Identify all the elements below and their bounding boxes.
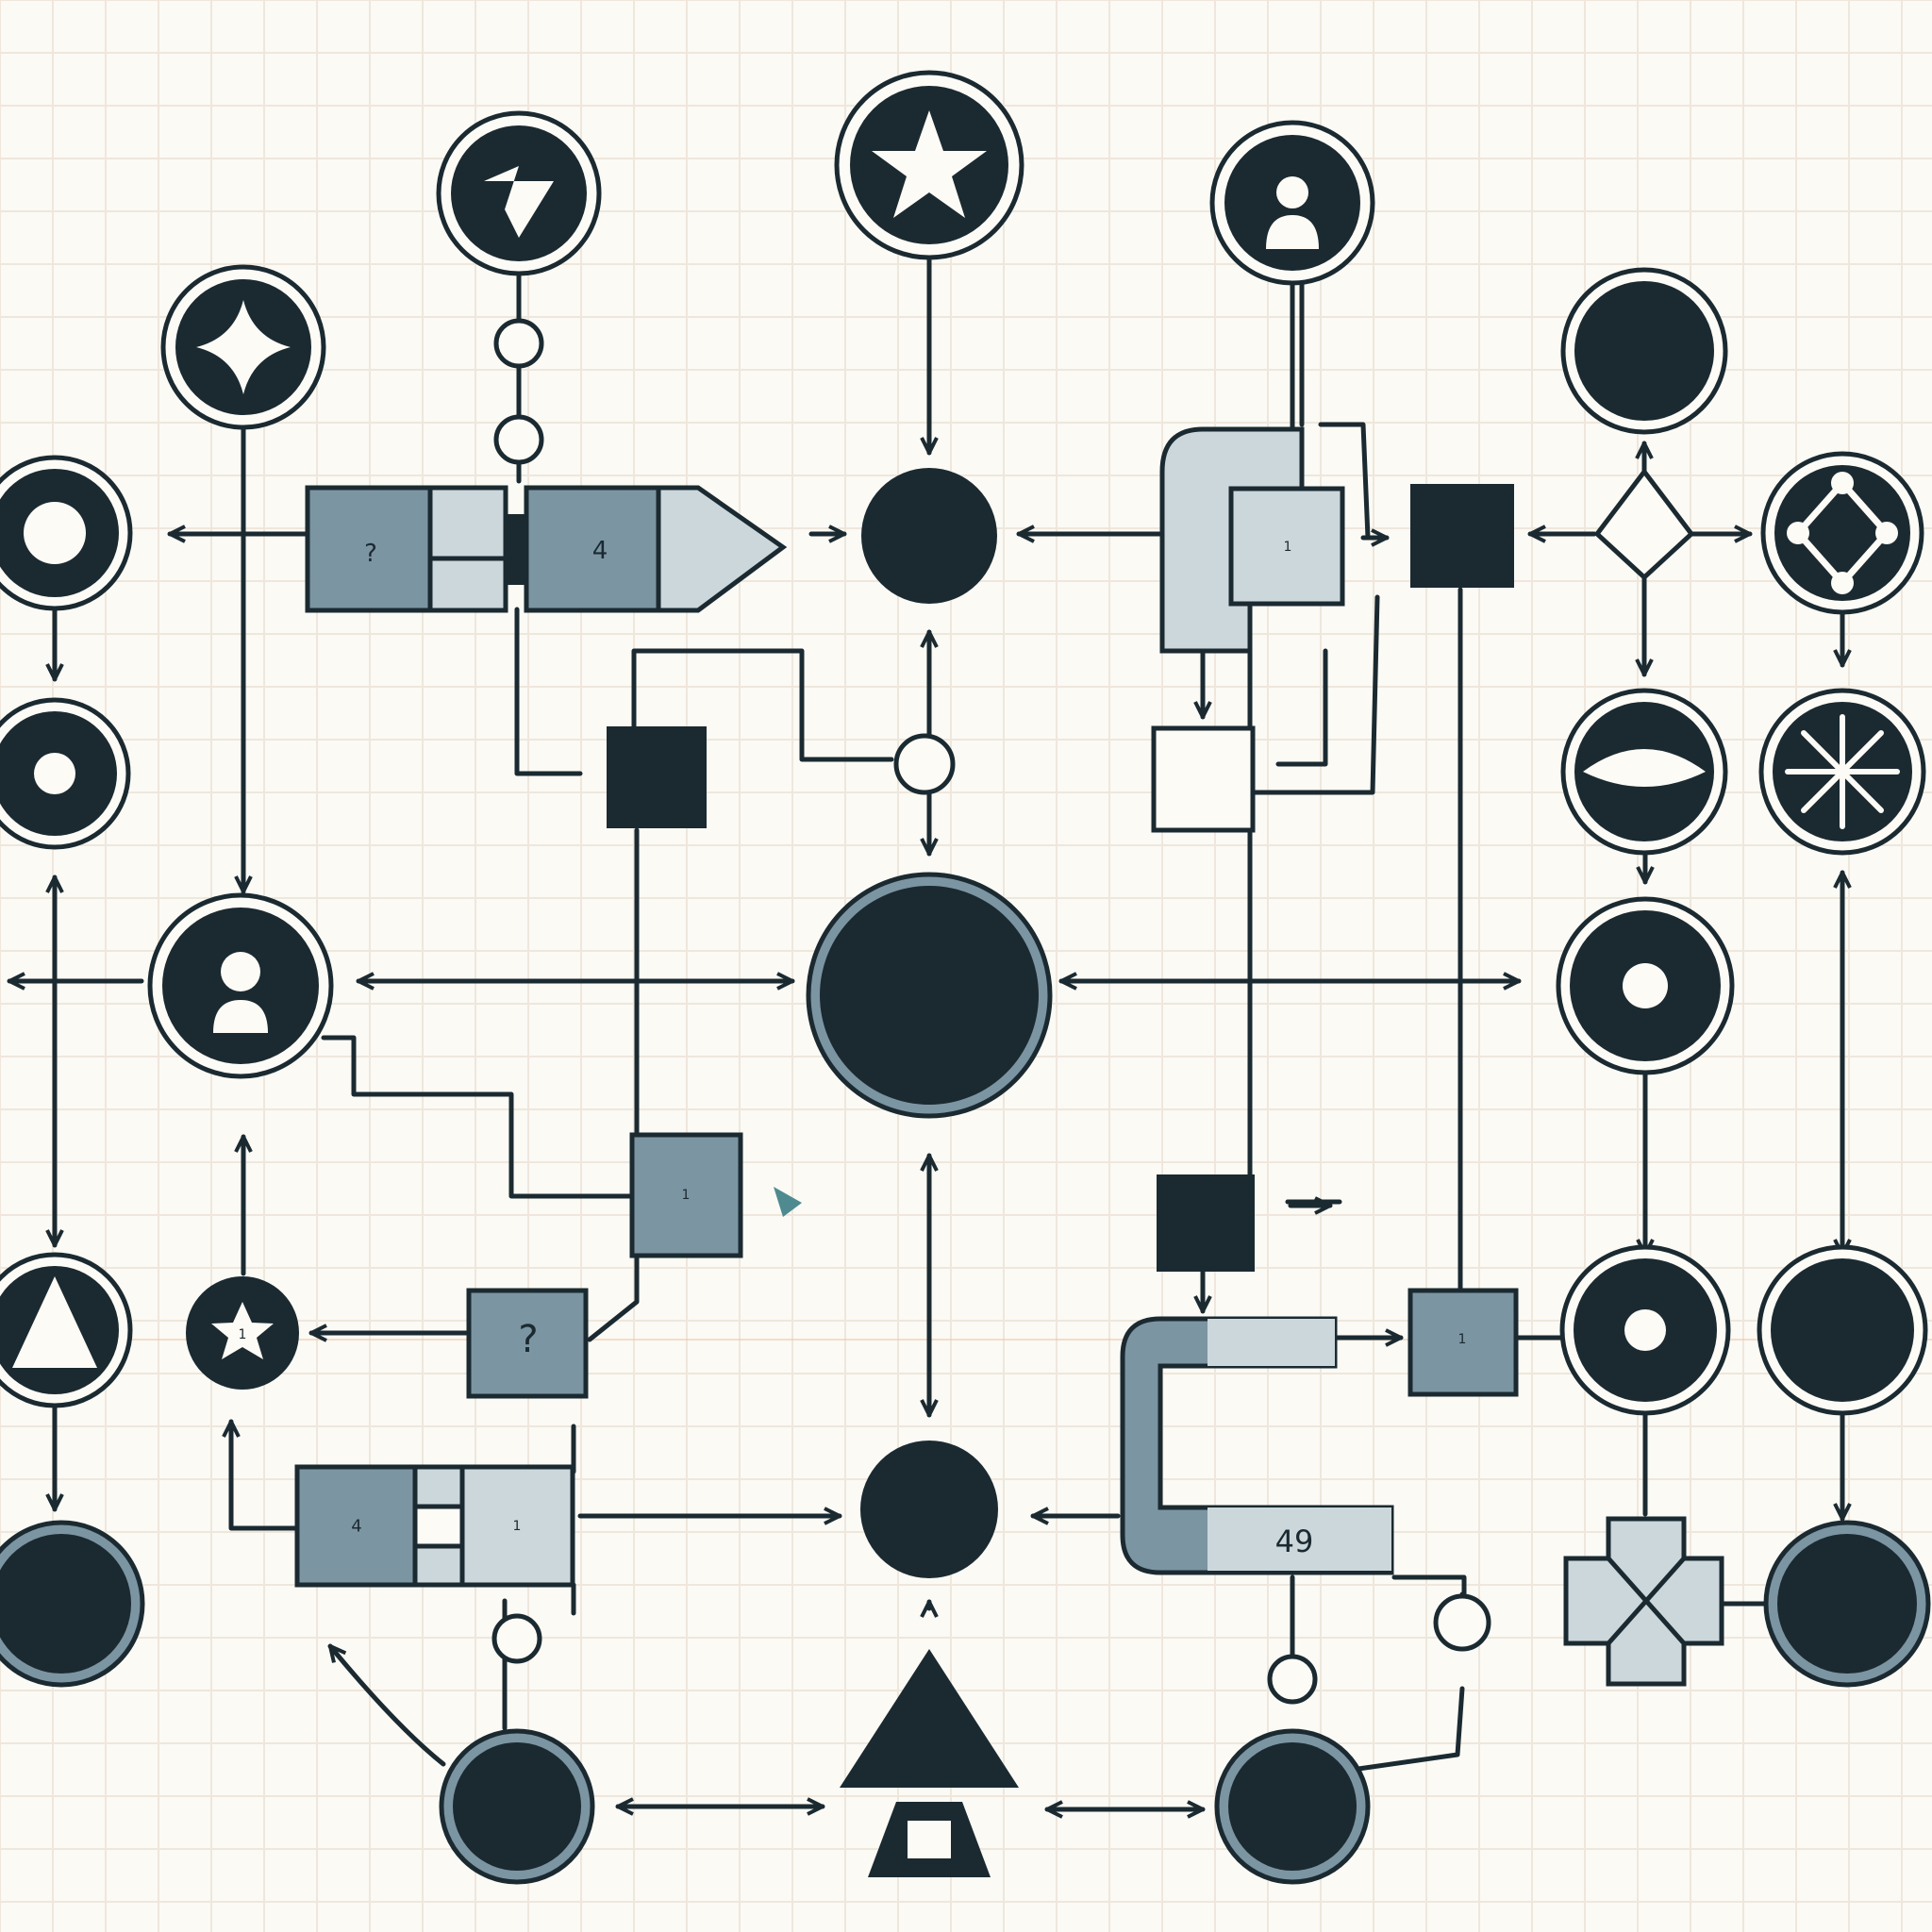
node-ring-left-2[interactable] bbox=[0, 697, 131, 850]
ring-icon bbox=[1623, 963, 1668, 1008]
block-label: 1 bbox=[513, 1519, 522, 1534]
ring-icon bbox=[1624, 1309, 1666, 1351]
triangle-down-icon bbox=[484, 166, 554, 238]
node-star[interactable] bbox=[834, 70, 1024, 260]
node-plain-top-right[interactable] bbox=[1560, 267, 1728, 435]
node-lens[interactable] bbox=[1560, 688, 1728, 856]
node-bottom-triangle[interactable] bbox=[840, 1649, 1019, 1877]
snowflake-icon bbox=[1785, 714, 1900, 829]
c-shape-value: 49 bbox=[1275, 1524, 1314, 1559]
junction-dot[interactable] bbox=[493, 414, 544, 465]
node-bottom-center[interactable] bbox=[860, 1441, 998, 1578]
block-center[interactable]: 1 bbox=[629, 1132, 743, 1258]
block-top-left[interactable]: ? 4 bbox=[305, 485, 788, 613]
star-label: 1 bbox=[239, 1327, 247, 1342]
block-top-right[interactable]: 1 bbox=[1159, 426, 1345, 654]
star-icon bbox=[872, 110, 987, 218]
node-ring-left-1[interactable] bbox=[0, 455, 133, 611]
diamond-node[interactable] bbox=[1593, 467, 1695, 581]
block-bottom-left[interactable]: 4 1 bbox=[294, 1464, 575, 1588]
node-snowflake[interactable] bbox=[1758, 688, 1926, 856]
junction-dot[interactable] bbox=[1267, 1654, 1318, 1705]
junction-dot[interactable] bbox=[493, 318, 544, 369]
square-mid-left[interactable] bbox=[607, 726, 707, 828]
node-bottom-right[interactable] bbox=[1763, 1520, 1931, 1688]
star-icon bbox=[211, 1302, 274, 1359]
node-user-middle[interactable] bbox=[147, 892, 334, 1079]
node-ring-right[interactable] bbox=[1556, 896, 1735, 1075]
connectors bbox=[7, 254, 1852, 1819]
node-plain-right-bottom[interactable] bbox=[1757, 1244, 1928, 1416]
node-user-top[interactable] bbox=[1209, 120, 1375, 286]
block-question[interactable]: ? bbox=[466, 1288, 589, 1399]
node-diamond-pattern[interactable] bbox=[1760, 451, 1924, 615]
user-icon bbox=[213, 952, 268, 1033]
junction-dot[interactable] bbox=[893, 733, 956, 795]
junction-dot[interactable] bbox=[491, 1613, 542, 1664]
triangle-icon bbox=[840, 1649, 1019, 1788]
block-right[interactable]: 1 bbox=[1407, 1288, 1519, 1397]
node-bottom-row-left[interactable] bbox=[439, 1728, 595, 1885]
block-label: 4 bbox=[592, 537, 608, 565]
block-label: ? bbox=[364, 540, 377, 568]
block-label: 1 bbox=[1458, 1332, 1467, 1347]
four-point-star-icon bbox=[196, 300, 291, 394]
block-label: 1 bbox=[1284, 540, 1292, 555]
node-small-star[interactable]: 1 bbox=[186, 1276, 299, 1390]
node-bottom-row-right[interactable] bbox=[1214, 1728, 1371, 1885]
node-cross[interactable] bbox=[1563, 1516, 1724, 1687]
diamond-node-icon bbox=[1787, 472, 1898, 594]
node-triangle[interactable] bbox=[0, 1252, 133, 1408]
small-pointer bbox=[774, 1187, 802, 1217]
triangle-icon bbox=[12, 1276, 97, 1368]
square-center-right[interactable] bbox=[1157, 1174, 1255, 1272]
node-central-hub[interactable] bbox=[806, 872, 1053, 1119]
node-ring-right-bottom[interactable] bbox=[1559, 1244, 1731, 1416]
block-c-shape[interactable]: 49 bbox=[1120, 1316, 1394, 1575]
block-label: ? bbox=[518, 1318, 538, 1361]
node-center-upper[interactable] bbox=[861, 468, 997, 604]
node-four-point-star[interactable] bbox=[160, 264, 326, 430]
block-label: 1 bbox=[682, 1188, 691, 1203]
square-top-right[interactable] bbox=[1410, 484, 1514, 588]
node-bottom-left[interactable] bbox=[0, 1520, 145, 1688]
lens-icon bbox=[1583, 749, 1706, 787]
user-icon bbox=[1266, 176, 1319, 249]
block-label: 4 bbox=[351, 1517, 361, 1537]
ring-icon bbox=[34, 753, 75, 794]
junction-dot[interactable] bbox=[1433, 1593, 1491, 1652]
ring-icon bbox=[24, 502, 86, 564]
node-triangle-down[interactable] bbox=[436, 110, 602, 276]
square-mid-right[interactable] bbox=[1151, 725, 1256, 833]
